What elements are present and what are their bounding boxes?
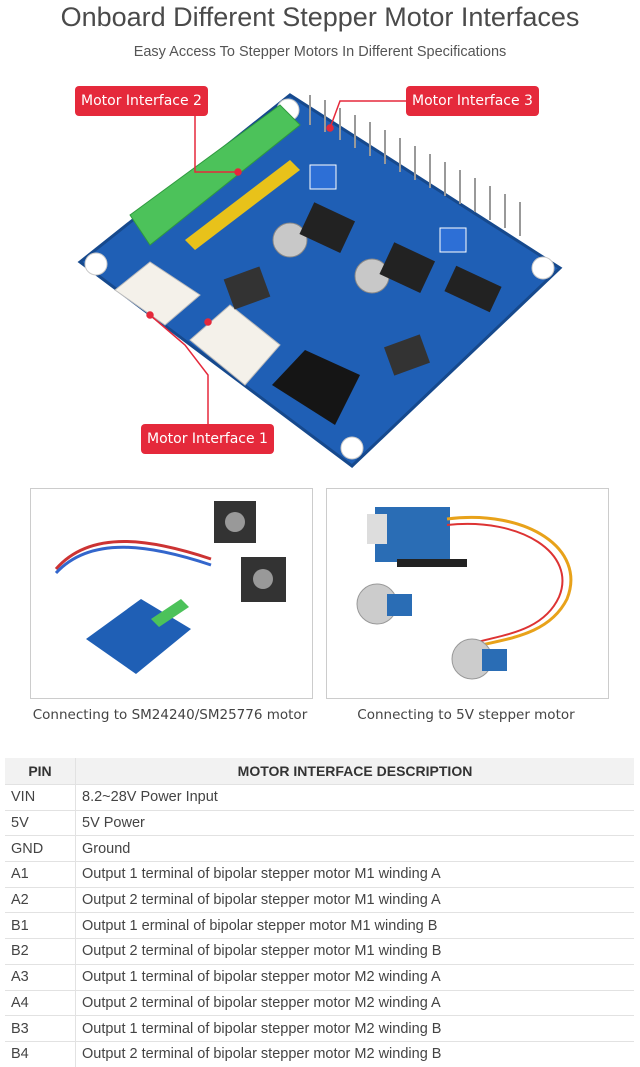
- pin-cell: A4: [5, 989, 76, 1016]
- column-header-description: MOTOR INTERFACE DESCRIPTION: [75, 758, 634, 785]
- description-cell: Ground: [75, 835, 634, 862]
- photo-caption-5v: Connecting to 5V stepper motor: [357, 707, 575, 723]
- callout-motor-interface-3: Motor Interface 3: [406, 86, 539, 116]
- table-header-row: PIN MOTOR INTERFACE DESCRIPTION: [5, 758, 634, 785]
- page-subtitle: Easy Access To Stepper Motors In Differe…: [133, 44, 507, 60]
- photo-5v-motor-connection: [326, 488, 609, 699]
- column-header-pin: PIN: [5, 758, 76, 785]
- pin-cell: A2: [5, 886, 76, 913]
- description-cell: Output 1 terminal of bipolar stepper mot…: [75, 963, 634, 990]
- description-cell: Output 2 terminal of bipolar stepper mot…: [75, 886, 634, 913]
- description-cell: 5V Power: [75, 809, 634, 836]
- photo-caption-bipolar: Connecting to SM24240/SM25776 motor: [32, 707, 308, 723]
- description-cell: Output 1 terminal of bipolar stepper mot…: [75, 861, 634, 888]
- description-cell: Output 2 terminal of bipolar stepper mot…: [75, 938, 634, 965]
- description-cell: Output 2 terminal of bipolar stepper mot…: [75, 1040, 634, 1067]
- description-cell: Output 2 terminal of bipolar stepper mot…: [75, 989, 634, 1016]
- description-cell: Output 1 erminal of bipolar stepper moto…: [75, 912, 634, 939]
- pin-cell: B1: [5, 912, 76, 939]
- description-cell: 8.2~28V Power Input: [75, 784, 634, 811]
- callout-motor-interface-1: Motor Interface 1: [141, 424, 274, 454]
- pin-cell: GND: [5, 835, 76, 862]
- pin-cell: B4: [5, 1040, 76, 1067]
- photo-bipolar-motor-connection: [30, 488, 313, 699]
- pin-cell: A1: [5, 861, 76, 888]
- page-title: Onboard Different Stepper Motor Interfac…: [60, 2, 580, 32]
- stepper-hat-board-image: [77, 93, 563, 468]
- callout-motor-interface-2: Motor Interface 2: [75, 86, 208, 116]
- pin-cell: A3: [5, 963, 76, 990]
- pin-cell: 5V: [5, 809, 76, 836]
- description-cell: Output 1 terminal of bipolar stepper mot…: [75, 1015, 634, 1042]
- pin-cell: VIN: [5, 784, 76, 811]
- pin-cell: B3: [5, 1015, 76, 1042]
- pin-cell: B2: [5, 938, 76, 965]
